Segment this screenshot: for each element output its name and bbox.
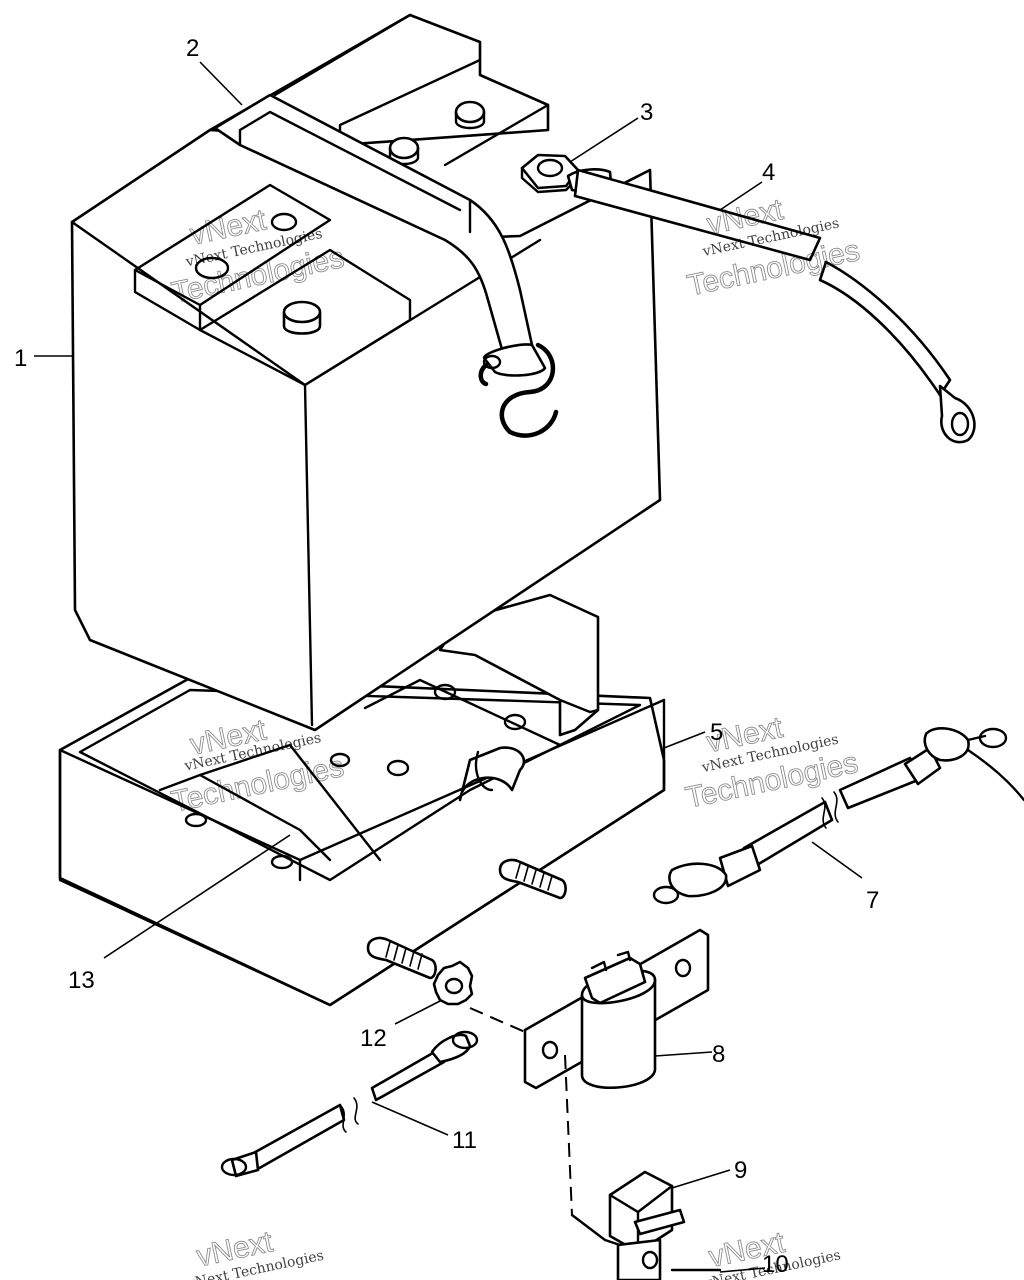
- leader-lines: [34, 61, 863, 1273]
- battery-tray: [58, 676, 666, 1007]
- callout-8: 8: [712, 1041, 725, 1068]
- callout-9: 9: [734, 1157, 747, 1184]
- starter-solenoid: [523, 928, 710, 1090]
- callout-1: 1: [14, 345, 27, 372]
- lock-washer: [432, 960, 474, 1006]
- relay-module: [570, 1170, 722, 1280]
- battery-terminal-post: [282, 300, 322, 335]
- callout-13: 13: [68, 967, 95, 994]
- callout-7: 7: [866, 887, 879, 914]
- callout-3: 3: [640, 99, 653, 126]
- alignment-line-upper: [469, 1007, 526, 1033]
- battery-cable-4: [566, 168, 976, 444]
- callout-12: 12: [360, 1025, 387, 1052]
- watermark-5: vNext vNext Technologies: [185, 1225, 325, 1280]
- callout-4: 4: [762, 159, 775, 186]
- callout-5: 5: [710, 719, 723, 746]
- terminal-bolt: [520, 153, 580, 194]
- battery-cable-7: [652, 727, 1024, 905]
- callout-2: 2: [186, 35, 199, 62]
- ground-cable: [220, 1030, 479, 1178]
- mounting-stud-lower: [366, 936, 437, 980]
- mounting-stud-upper: [498, 858, 567, 900]
- callout-11: 11: [452, 1127, 477, 1154]
- hold-down-strap: [213, 93, 559, 438]
- watermark-4: vNext vNext Technologies Technologies: [682, 711, 861, 816]
- watermark-6: vNext vNext Technologies: [702, 1225, 842, 1280]
- alignment-line-lower: [564, 1054, 573, 1216]
- watermark-1: vNext vNext Technologies Technologies: [168, 203, 347, 310]
- callout-labels: 1 2 3 4 5 7 8 9 10 11 12 13: [14, 35, 879, 1278]
- hold-down-bracket: [363, 593, 600, 747]
- callout-10: 10: [762, 1251, 789, 1278]
